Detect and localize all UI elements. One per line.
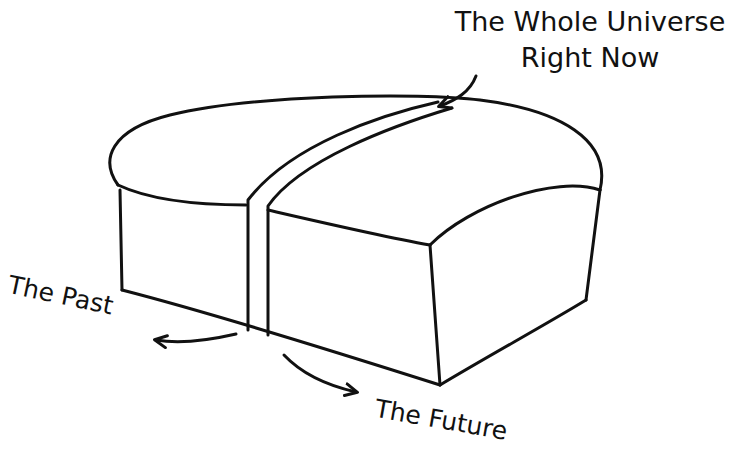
loaf-crust-front xyxy=(268,210,430,245)
pointer-arrow xyxy=(440,76,476,106)
loaf-bottom xyxy=(440,300,586,385)
loaf-crust-end xyxy=(430,186,600,245)
direction-label: The Future xyxy=(372,392,575,455)
loaf-bottom xyxy=(122,290,440,385)
callout-label: The Whole Universe Right Now xyxy=(425,4,748,77)
slice-line xyxy=(268,108,452,335)
slice-line xyxy=(248,102,438,330)
past-arrow xyxy=(156,334,236,342)
loaf-side xyxy=(586,190,600,300)
loaf-crust-front xyxy=(118,185,246,205)
direction-label: The Past xyxy=(5,268,178,336)
loaf-edge xyxy=(430,245,440,385)
future-arrow xyxy=(284,355,356,392)
loaf-side xyxy=(120,190,122,290)
